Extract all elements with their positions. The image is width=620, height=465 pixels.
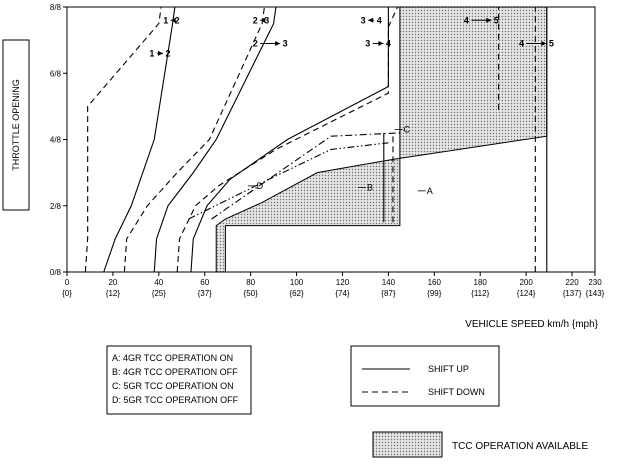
x-tick-label-mph: {124} [517,289,536,298]
y-axis-label: THROTTLE OPENING [11,79,21,171]
shift-arrow-head [158,50,164,56]
x-tick-label-mph: {50} [244,289,259,298]
curve-label: B [367,183,373,193]
x-axis-label: VEHICLE SPEED km/h {mph} [465,319,598,330]
curve-label: A [427,186,433,196]
shift-label-from: 1 [163,15,168,25]
shift-arrow-head [275,40,281,46]
series-line-dashed [84,6,162,273]
series-line-dashdotdot [188,142,389,220]
x-tick-label-mph: {137} [563,289,582,298]
shift-label-to: 5 [494,15,499,25]
legend-shift-down: SHIFT DOWN [428,387,485,397]
shift-label-from: 4 [464,15,469,25]
shift-label-from: 3 [361,15,366,25]
legend-shift-up: SHIFT UP [428,364,469,374]
x-tick-label-mph: {143} [586,289,605,298]
series-line-solid [153,6,277,273]
shift-label-from: 1 [149,48,154,58]
shift-label-to: 3 [283,38,288,48]
curve-label: C [404,125,411,135]
shift-arrow-head [486,17,492,23]
x-tick-label: 40 [154,278,163,287]
legend-key-c: C: 5GR TCC OPERATION ON [112,381,234,391]
shift-arrow-head [378,40,384,46]
x-tick-label-mph: {12} [106,289,121,298]
x-tick-label-mph: {74} [335,289,350,298]
y-tick-label: 0/8 [50,268,62,277]
shift-label-to: 2 [175,15,180,25]
x-tick-label: 120 [336,278,350,287]
shift-label-from: 3 [365,38,370,48]
series-line-dashed [176,6,399,273]
y-axis-label-box [2,39,30,211]
shift-arrow-head [170,17,176,23]
legend-key-b: B: 4GR TCC OPERATION OFF [112,367,238,377]
shift-arrow-head [368,17,374,23]
x-tick-label-mph: {0} [62,289,72,298]
shift-label-to: 3 [264,15,269,25]
x-tick-label: 140 [382,278,396,287]
tcc-legend-swatch [372,431,443,458]
y-tick-label: 2/8 [50,202,62,211]
x-tick-label: 220 [565,278,579,287]
x-tick-label-mph: {62} [289,289,304,298]
x-tick-label: 230 [588,278,602,287]
shift-label-to: 4 [377,15,382,25]
x-tick-label-mph: {112} [471,289,489,298]
shift-label-to: 5 [549,38,554,48]
x-tick-label-mph: {25} [152,289,167,298]
x-tick-label: 20 [108,278,117,287]
x-tick-label: 80 [246,278,255,287]
x-tick-label-mph: {37} [198,289,213,298]
shift-label-to: 4 [386,38,391,48]
x-tick-label: 0 [65,278,70,287]
y-tick-label: 8/8 [50,3,62,12]
key-legend-box [106,345,252,415]
shift-label-from: 2 [253,15,258,25]
plot-area: 0 {0} 20 {12} 40 {25} 60 {37} 80 {50} 100 {62} 120 {7… [50,3,605,298]
x-tick-label: 200 [519,278,533,287]
shift-label-from: 4 [519,38,524,48]
x-tick-label: 100 [290,278,304,287]
tcc-operation-region [215,6,548,273]
y-tick-label: 4/8 [50,136,62,145]
x-tick-label-mph: {99} [427,289,442,298]
curve-label: D [257,181,264,191]
shift-label-to: 2 [166,48,171,58]
x-tick-label-mph: {87} [381,289,396,298]
legend-key-a: A: 4GR TCC OPERATION ON [112,353,233,363]
tcc-legend-label: TCC OPERATION AVAILABLE [452,441,588,452]
line-legend-box [350,345,500,407]
legend-key-d: D: 5GR TCC OPERATION OFF [112,395,239,405]
series-line-dashdot [211,132,400,220]
x-tick-label: 60 [200,278,209,287]
x-tick-label: 160 [428,278,442,287]
y-tick-label: 6/8 [50,69,62,78]
series-line-dashed [123,6,265,273]
shift-arrow-head [260,17,266,23]
x-tick-label: 180 [474,278,488,287]
shift-arrow-head [541,40,547,46]
shift-label-from: 2 [253,38,258,48]
